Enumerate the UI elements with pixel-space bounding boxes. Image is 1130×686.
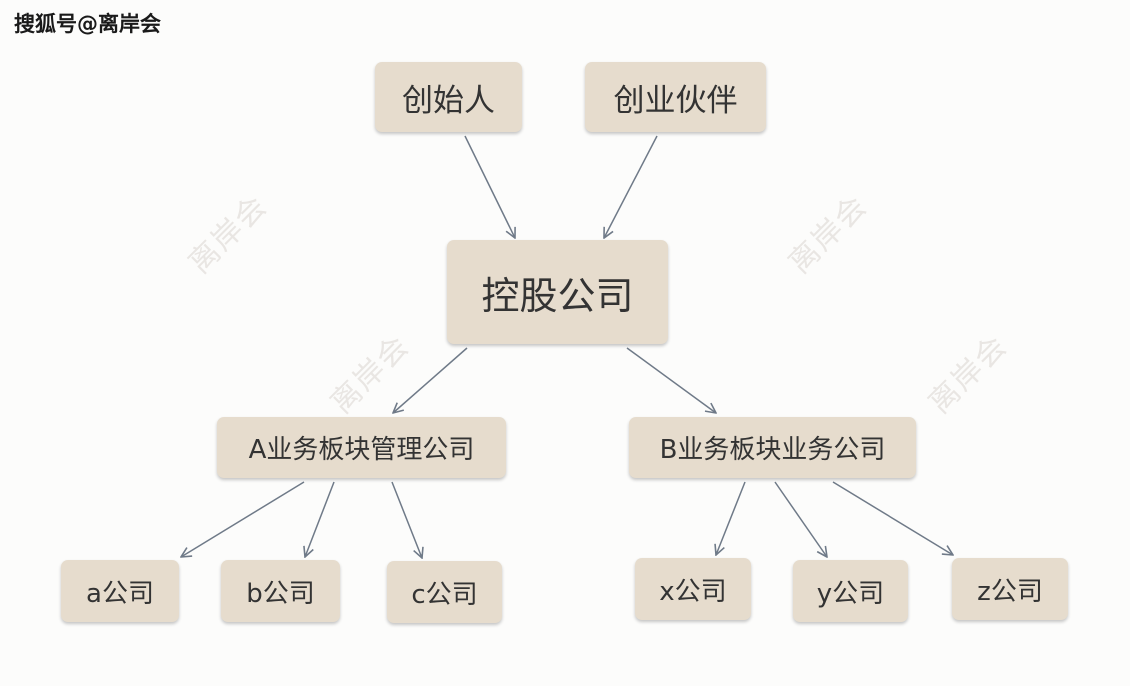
edge-holding-a-mgmt (393, 347, 468, 413)
node-founder: 创始人 (375, 62, 522, 132)
edge-b-biz-z (832, 481, 953, 555)
edge-founder-holding (464, 135, 515, 238)
edge-a-mgmt-b (305, 481, 335, 557)
edge-holding-b-biz (626, 347, 716, 413)
edge-b-biz-y (774, 481, 827, 557)
node-company-c: c公司 (387, 561, 502, 623)
edge-a-mgmt-a (181, 481, 305, 557)
node-a-segment-management-company: A业务板块管理公司 (217, 417, 506, 478)
node-b-segment-business-company: B业务板块业务公司 (629, 417, 916, 478)
edge-partner-holding (604, 135, 658, 238)
node-company-z: z公司 (952, 558, 1068, 620)
edge-a-mgmt-c (391, 481, 422, 558)
node-company-a: a公司 (61, 560, 179, 622)
node-company-b: b公司 (221, 560, 340, 622)
node-holding-company: 控股公司 (447, 240, 668, 344)
node-partner: 创业伙伴 (585, 62, 766, 132)
edge-b-biz-x (716, 481, 746, 555)
source-watermark-label: 搜狐号@离岸会 (14, 12, 161, 36)
node-company-x: x公司 (635, 558, 751, 620)
node-company-y: y公司 (793, 560, 908, 622)
